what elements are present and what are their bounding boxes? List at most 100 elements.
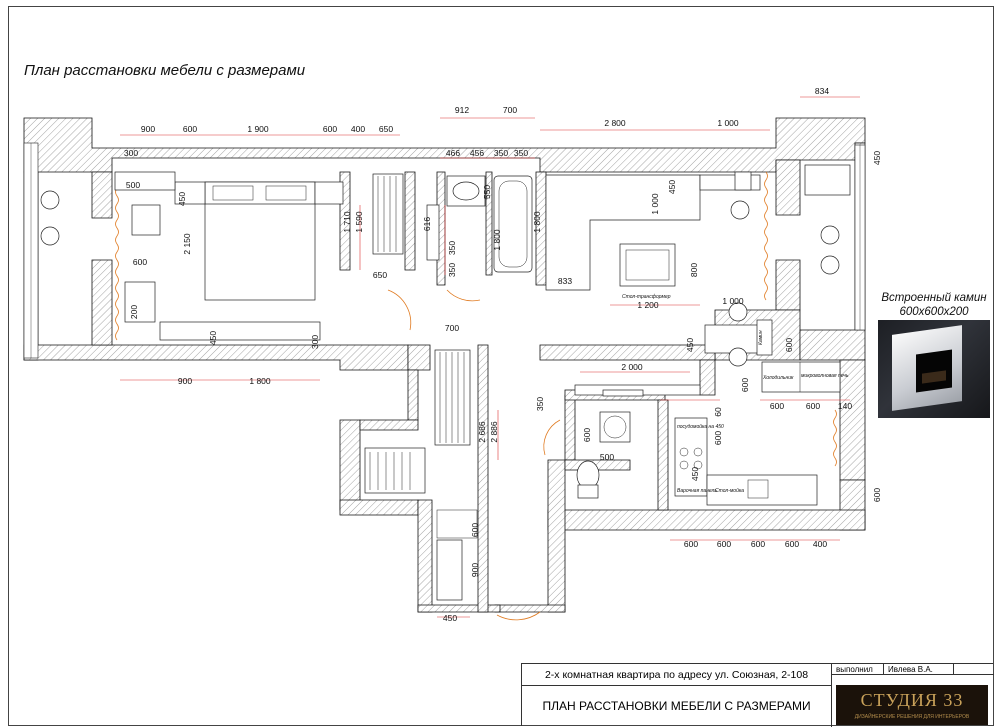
fireplace-caption: Встроенный камин 600х600х200: [881, 292, 987, 318]
dimension-label: 350: [535, 397, 545, 411]
dimension-label: 600: [740, 378, 750, 392]
doors: [387, 289, 561, 621]
dimension-label: 616: [422, 217, 432, 231]
curtains: [115, 171, 837, 467]
dimension-label: 350: [494, 148, 508, 158]
dimension-label: 600: [784, 338, 794, 352]
dimension-label: 700: [503, 105, 517, 115]
label-fire: Камин: [758, 330, 764, 345]
dimension-label: 300: [124, 148, 138, 158]
dimension-label: 1 900: [247, 124, 269, 134]
dimension-label: 2 886: [489, 421, 499, 443]
dimension-label: 450: [667, 180, 677, 194]
dimension-label: 900: [141, 124, 155, 134]
dimension-label: 1 590: [354, 211, 364, 233]
dimension-label: 200: [129, 305, 139, 319]
logo-main: СТУДИЯ 33: [860, 690, 964, 710]
dimension-label: 1 200: [637, 300, 659, 310]
label-washer: посудомойка на 450: [677, 423, 724, 430]
dimension-label: 2 150: [182, 233, 192, 255]
dimension-label: 350: [447, 263, 457, 277]
wc-fixtures: [576, 411, 631, 499]
dimension-label: 834: [815, 86, 829, 96]
dimension-label: 600: [684, 539, 698, 549]
title-block-cell: [954, 664, 994, 675]
dimension-label: 350: [514, 148, 528, 158]
executor-name: Ивлева В.А.: [884, 664, 954, 675]
dimension-label: 466: [446, 148, 460, 158]
dimension-label: 1 000: [650, 193, 660, 215]
living-furniture: [545, 171, 773, 367]
dimension-label: 600: [183, 124, 197, 134]
logo-sub: ДИЗАЙНЕРСКИЕ РЕШЕНИЯ ДЛЯ ИНТЕРЬЕРОВ: [854, 714, 970, 720]
windows: [23, 142, 866, 359]
dimension-label: 833: [558, 276, 572, 286]
dimension-label: 350: [447, 241, 457, 255]
dimension-label: 700: [445, 323, 459, 333]
dimension-label: 600: [713, 431, 723, 445]
dimension-label: 550: [482, 185, 492, 199]
dimension-label: 600: [872, 488, 882, 502]
dimension-label: 600: [582, 428, 592, 442]
dimension-label: 600: [133, 257, 147, 267]
dimension-label: 140: [838, 401, 852, 411]
dimension-label: 800: [689, 263, 699, 277]
executor-label: выполнил: [832, 664, 884, 675]
dimension-label: 450: [177, 192, 187, 206]
dimension-label: 450: [685, 338, 695, 352]
bathroom-fixtures: [426, 175, 533, 273]
dimension-label: 450: [872, 151, 882, 165]
dimension-label: 500: [600, 452, 614, 462]
bedroom-furniture: [114, 171, 404, 341]
label-fridge: Холодильник: [762, 375, 794, 381]
dimension-label: 900: [470, 563, 480, 577]
dimension-label: 2 800: [604, 118, 626, 128]
kitchen-furniture: [574, 361, 841, 506]
dimension-label: 600: [470, 523, 480, 537]
dimension-label: 60: [713, 407, 723, 417]
hall-furniture: [364, 349, 478, 601]
dimension-label: 450: [690, 467, 700, 481]
label-tv-stand: Стол-трансформер: [622, 294, 671, 300]
dimension-label: 2 000: [621, 362, 643, 372]
sheet-frame: [8, 6, 994, 726]
title-block-address: 2-х комнатная квартира по адресу ул. Сою…: [522, 664, 832, 686]
plan-title: План расстановки мебели с размерами: [24, 62, 306, 79]
dimension-label: 450: [443, 613, 457, 623]
dimension-label: 1 800: [532, 211, 542, 233]
dimension-label: 600: [785, 539, 799, 549]
dimension-label: 600: [751, 539, 765, 549]
dimension-label: 600: [323, 124, 337, 134]
dimension-lines: [120, 96, 860, 618]
dimension-label: 1 710: [342, 211, 352, 233]
dimension-label: 1 800: [492, 229, 502, 251]
studio-logo: СТУДИЯ 33 ДИЗАЙНЕРСКИЕ РЕШЕНИЯ ДЛЯ ИНТЕР…: [836, 685, 988, 725]
label-hob: Варочная панель: [677, 488, 717, 494]
dimension-label: 650: [373, 270, 387, 280]
dimension-label: 600: [806, 401, 820, 411]
dimension-label: 456: [470, 148, 484, 158]
dimension-label: 600: [717, 539, 731, 549]
label-sink: Стол-мойка: [715, 487, 744, 494]
dimension-label: 650: [379, 124, 393, 134]
label-microwave: микроволновая печь: [801, 373, 849, 379]
dimension-labels: 900 600 1 900 600 400 650 300 912 700 466 456 350 35…: [124, 86, 882, 623]
dimension-label: 1 800: [249, 376, 271, 386]
dimension-label: 400: [813, 539, 827, 549]
dimension-label: 1 000: [722, 296, 744, 306]
dimension-label: 300: [310, 335, 320, 349]
balcony-chairs: [40, 164, 851, 275]
dimension-label: 400: [351, 124, 365, 134]
dimension-label: 500: [126, 180, 140, 190]
title-block: 2-х комнатная квартира по адресу ул. Сою…: [521, 663, 994, 727]
dimension-label: 912: [455, 105, 469, 115]
dimension-label: 900: [178, 376, 192, 386]
dimension-label: 600: [770, 401, 784, 411]
dimension-label: 450: [208, 331, 218, 345]
dimension-label: 2 686: [477, 421, 487, 443]
dimension-label: 1 000: [717, 118, 739, 128]
title-block-plan-name: ПЛАН РАССТАНОВКИ МЕБЕЛИ С РАЗМЕРАМИ: [522, 686, 832, 727]
fireplace-photo: [878, 320, 990, 418]
